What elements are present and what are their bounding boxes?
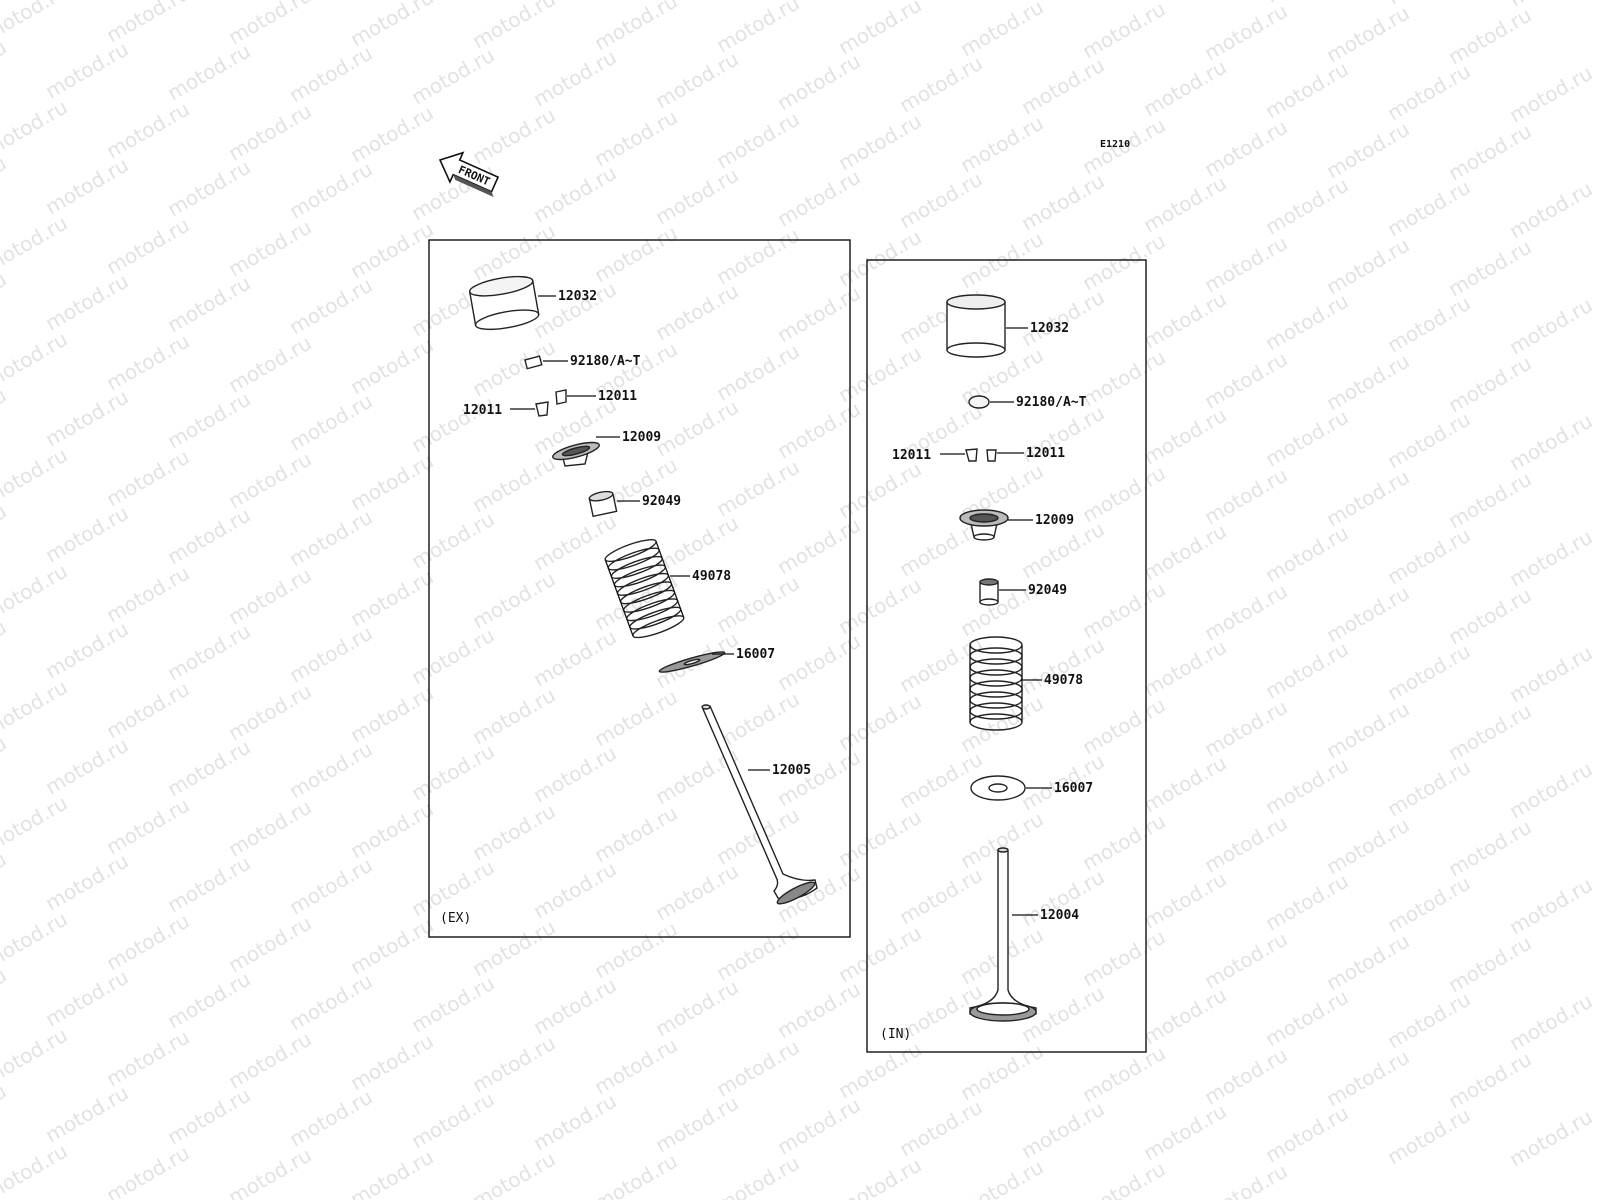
in-retainer-icon: [959, 509, 1009, 541]
ex-label-spring-seat: 16007: [736, 647, 775, 662]
ex-spring-icon: [604, 539, 685, 639]
in-label-tappet: 12032: [1030, 321, 1069, 336]
panel-ex-tag: (EX): [440, 911, 471, 926]
in-cotter-left-icon: [965, 448, 978, 462]
panel-in-tag: (IN): [880, 1027, 911, 1042]
in-spring-icon: [969, 636, 1023, 731]
ex-label-shim: 92180/A~T: [570, 354, 641, 369]
in-label-cotter-right: 12011: [1026, 446, 1065, 461]
in-label-retainer: 12009: [1035, 513, 1074, 528]
front-arrow-icon: FRONT: [438, 151, 500, 197]
in-oil-seal-icon: [979, 578, 999, 606]
ex-label-cotter-left: 12011: [463, 403, 502, 418]
ex-retainer-icon: [552, 441, 600, 467]
in-label-cotter-left: 12011: [892, 448, 931, 463]
in-cotter-right-icon: [986, 449, 997, 462]
panel-ex: (EX) 12032 92180/A~T 12011 12011 12009: [428, 239, 851, 938]
ex-label-oil-seal: 92049: [642, 494, 681, 509]
ex-cotter-right-icon: [555, 389, 567, 405]
ex-label-spring: 49078: [692, 569, 731, 584]
ex-oil-seal-icon: [588, 490, 618, 518]
ex-cotter-left-icon: [535, 401, 549, 417]
diagram-code: E1210: [1100, 139, 1130, 150]
panel-in: (IN) 12032 92180/A~T 12011 12011 12: [866, 259, 1147, 1053]
in-label-oil-seal: 92049: [1028, 583, 1067, 598]
in-valve-icon: [969, 847, 1037, 1022]
in-label-spring-seat: 16007: [1054, 781, 1093, 796]
ex-shim-icon: [524, 355, 543, 370]
ex-tappet-icon: [468, 275, 540, 331]
ex-label-tappet: 12032: [558, 289, 597, 304]
in-shim-icon: [968, 395, 990, 409]
in-tappet-icon: [946, 294, 1006, 358]
in-label-spring: 49078: [1044, 673, 1083, 688]
ex-label-cotter-right: 12011: [598, 389, 637, 404]
in-spring-seat-icon: [970, 775, 1026, 801]
ex-label-valve: 12005: [772, 763, 811, 778]
in-label-valve: 12004: [1040, 908, 1079, 923]
ex-valve-icon: [701, 704, 818, 905]
in-label-shim: 92180/A~T: [1016, 395, 1087, 410]
ex-spring-seat-icon: [658, 651, 726, 673]
ex-label-retainer: 12009: [622, 430, 661, 445]
